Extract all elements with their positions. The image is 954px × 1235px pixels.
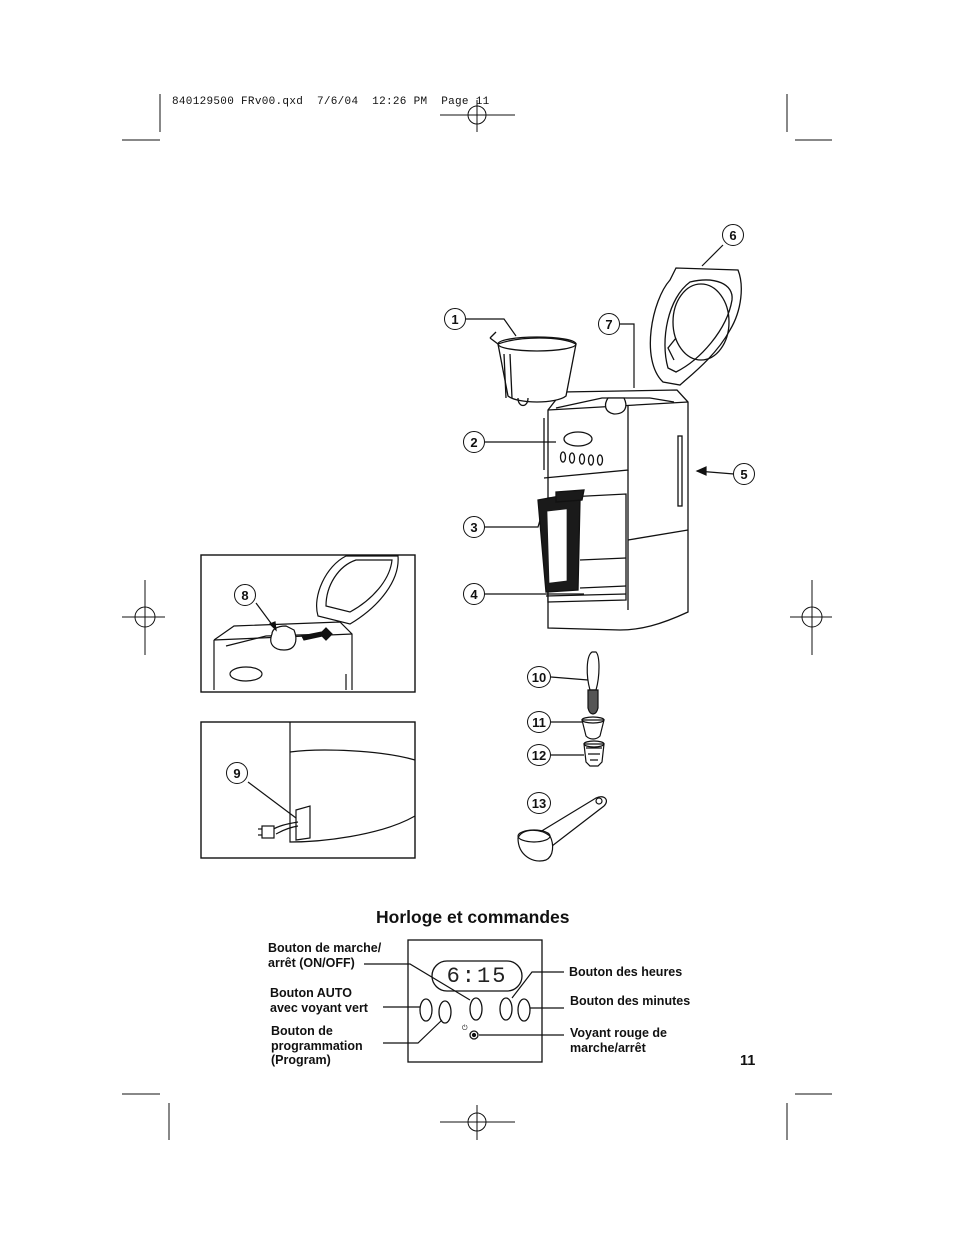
crop-marks-top [122,94,832,141]
callout-13: 13 [527,792,551,814]
hours-button [499,997,513,1021]
crop-marks-bottom [122,1093,832,1140]
callout-7: 7 [598,313,620,335]
inset-water-reservoir [200,554,416,693]
program-button [438,1000,452,1024]
red-indicator-light [469,1030,479,1040]
control-panel-diagram: ⏻ [407,939,543,1063]
coffee-maker-illustration [489,267,742,631]
callout-1: 1 [444,308,466,330]
label-onoff-button: Bouton de marche/ arrêt (ON/OFF) [268,941,382,970]
control-leaders [364,963,564,1044]
callout-8: 8 [234,584,256,606]
callout-5: 5 [733,463,755,485]
inset-cord-storage [200,721,416,859]
callout-2: 2 [463,431,485,453]
callout-4: 4 [463,583,485,605]
label-minutes-button: Bouton des minutes [570,994,691,1008]
page-number: 11 [740,1053,756,1069]
minutes-button [517,998,531,1022]
callout-9: 9 [226,762,248,784]
label-hours-button: Bouton des heures [569,965,683,979]
callout-11: 11 [527,711,551,733]
section-title: Horloge et commandes [376,907,570,927]
auto-button [419,998,433,1022]
accessories-illustration [517,651,608,862]
onoff-button [469,997,483,1021]
label-red-light: Voyant rouge de marche/arrêt [570,1026,668,1055]
svg-text:⏻: ⏻ [462,1024,468,1032]
label-auto-button: Bouton AUTO avec voyant vert [270,986,368,1015]
slug-file: 840129500 FRv00.qxd [172,96,304,108]
callout-3: 3 [463,516,485,538]
slug-date: 7/6/04 [316,96,359,108]
print-slug: 840129500 FRv00.qxd 7/6/04 12:26 PM Page… [172,96,490,108]
slug-time: 12:26 PM [372,96,428,108]
callout-10: 10 [527,666,551,688]
registration-marks [122,580,832,655]
callout-6: 6 [722,224,744,246]
callout-12: 12 [527,744,551,766]
label-program-button: Bouton de programmation (Program) [271,1024,363,1067]
callout-leaders [466,244,735,595]
clock-display: 6:15 [446,963,508,989]
